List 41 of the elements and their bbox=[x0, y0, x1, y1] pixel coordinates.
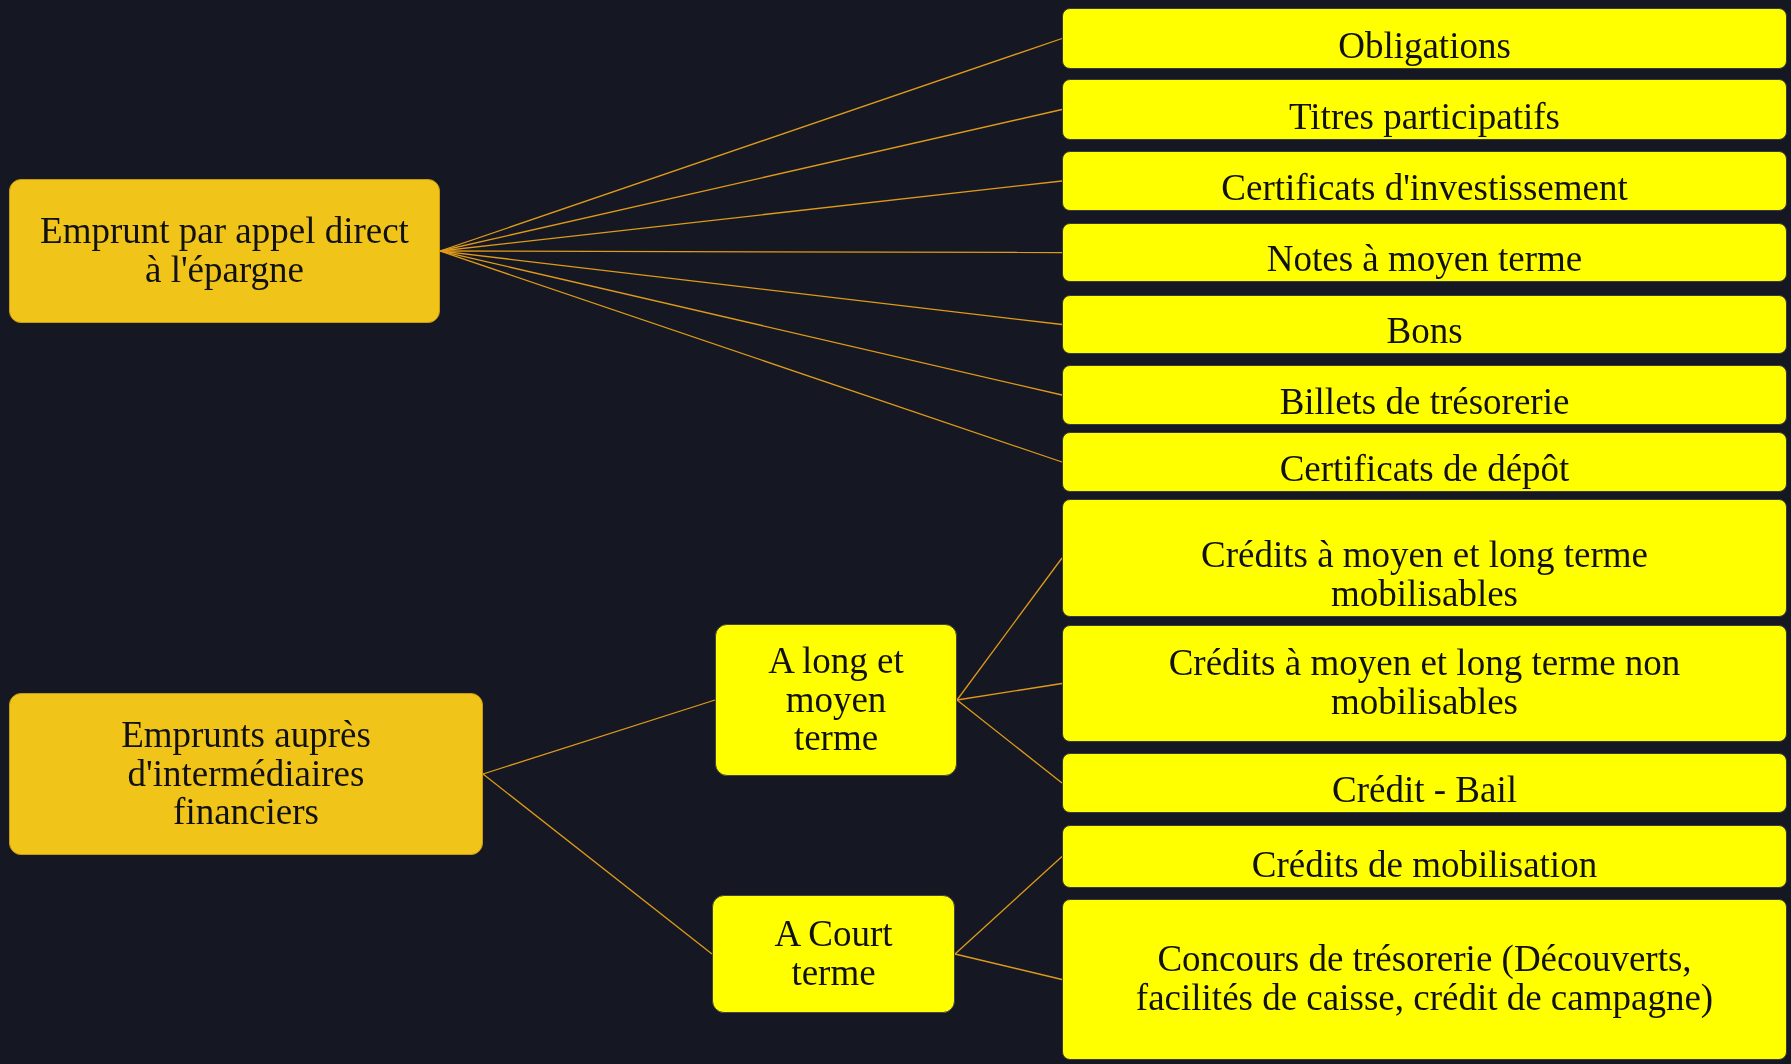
item-box bbox=[1062, 151, 1787, 211]
connector-line bbox=[954, 855, 1063, 955]
item-box bbox=[1062, 825, 1787, 888]
connector-line bbox=[954, 953, 1063, 981]
node-label: Emprunts auprès d'intermédiaires financiers bbox=[120, 715, 372, 833]
connector-line bbox=[482, 699, 716, 775]
node-label: Crédits à moyen et long terme mobilisables bbox=[1200, 536, 1649, 614]
node-label: Billets de trésorerie bbox=[1278, 383, 1571, 422]
node-label: Certificats de dépôt bbox=[1278, 450, 1571, 489]
category-box bbox=[9, 179, 440, 323]
connector-line bbox=[439, 250, 1063, 463]
connector-line bbox=[956, 682, 1063, 701]
node-label: Emprunt par appel direct à l'épargne bbox=[39, 212, 410, 290]
node-label: Crédit - Bail bbox=[1331, 771, 1518, 810]
item-box bbox=[1062, 295, 1787, 354]
category-box bbox=[9, 693, 483, 855]
item-box bbox=[1062, 223, 1787, 282]
node-label: Certificats d'investissement bbox=[1220, 169, 1629, 208]
connector-line bbox=[956, 699, 1063, 784]
subcategory-box bbox=[712, 895, 955, 1013]
node-label: Notes à moyen terme bbox=[1265, 240, 1584, 279]
item-box bbox=[1062, 625, 1787, 742]
node-label: Bons bbox=[1385, 312, 1464, 351]
node-label: Obligations bbox=[1337, 27, 1512, 66]
connector-line bbox=[439, 37, 1063, 252]
node-label: Crédits de mobilisation bbox=[1250, 846, 1599, 885]
item-box bbox=[1062, 499, 1787, 617]
connector-line bbox=[956, 557, 1063, 701]
subcategory-box bbox=[715, 624, 957, 776]
connector-line bbox=[482, 773, 713, 955]
node-label: Crédits à moyen et long terme non mobilisables bbox=[1167, 643, 1682, 722]
node-label: Titres participatifs bbox=[1288, 98, 1561, 137]
item-box bbox=[1062, 365, 1787, 425]
item-box bbox=[1062, 432, 1787, 492]
item-box bbox=[1062, 8, 1787, 69]
item-box bbox=[1062, 899, 1787, 1060]
item-box bbox=[1062, 79, 1787, 140]
node-label: Concours de trésorerie (Découverts, facilités de caisse, crédit de campagne) bbox=[1134, 939, 1715, 1018]
node-label: A long et moyen terme bbox=[767, 641, 905, 759]
node-label: A Court terme bbox=[773, 915, 894, 993]
item-box bbox=[1062, 753, 1787, 813]
